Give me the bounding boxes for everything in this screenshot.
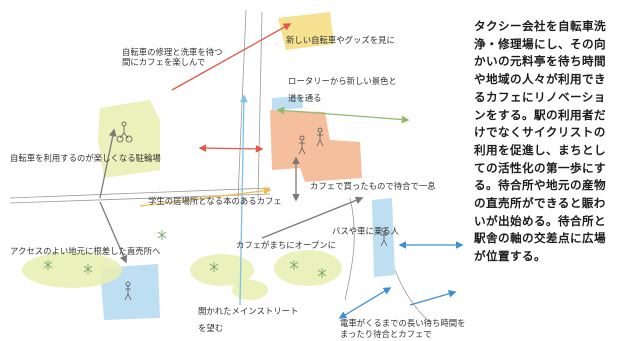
label-main-street: 開かれたメインストリート	[198, 306, 298, 316]
tree-icon	[83, 264, 93, 274]
label-repair-wait: 自転車の修理と洗車を待つ	[122, 47, 223, 57]
label-rotary: 道を通る	[288, 93, 322, 103]
label-train-wait: まったり待合とカフェで	[340, 329, 432, 339]
arrow-to-parking	[99, 128, 117, 199]
cafe-zone	[270, 110, 362, 182]
arrows	[99, 23, 464, 319]
tree-icon	[289, 260, 299, 270]
person-figures	[116, 121, 388, 301]
bus-stop-zone	[372, 198, 395, 277]
person-icon	[380, 227, 388, 247]
cyclist-icon	[116, 121, 133, 143]
arrow-train-wait	[338, 287, 392, 319]
bike-shop-zone	[278, 12, 334, 50]
label-main-street: を望む	[198, 323, 223, 333]
label-cafe-buy-wait: カフェで買ったもので待合で一息	[310, 181, 436, 191]
tree-icon	[317, 268, 327, 278]
tree-marks	[43, 230, 327, 278]
tree-icon	[43, 260, 53, 270]
green-area	[190, 254, 254, 286]
road-line	[237, 9, 247, 199]
green-area	[274, 250, 342, 286]
arrow-to-bike-shop	[171, 23, 292, 91]
label-bike-parking: 自転車を利用するのが楽しくなる駐輪場	[10, 153, 161, 163]
zones	[22, 12, 395, 320]
green-area	[22, 252, 122, 288]
road-line	[394, 269, 431, 323]
label-train-wait: 電車がくるまでの長い待ち時間を	[340, 318, 465, 328]
label-student-place: 学生の居場所となる本のあるカフェ	[148, 196, 282, 206]
description-text: タクシー会社を自転車洗浄・修理場にし、その向かいの元料亭を待ち時間や地域の人々が…	[474, 19, 607, 264]
label-cafe-open: カフェがまちにオープンに	[236, 240, 336, 250]
tree-icon	[157, 230, 167, 240]
label-new-bikes: 新しい自転車やグッズを見に	[286, 35, 395, 45]
person-icon	[298, 135, 306, 155]
rotary-zone	[272, 96, 303, 110]
road-line	[257, 11, 263, 199]
tree-icon	[209, 262, 219, 272]
green-area	[232, 280, 268, 300]
label-bus-car: バスや車に乗る人	[332, 226, 400, 236]
arrow-parking-cafe	[198, 144, 264, 153]
road-line	[344, 197, 355, 301]
arrow-main-street	[239, 94, 248, 306]
label-rotary: ロータリーから新しい景色と	[288, 76, 397, 86]
person-icon	[316, 127, 324, 147]
label-repair-wait: 間にカフェを楽しんで	[122, 57, 205, 67]
diagram-labels: 自転車の修理と洗車を待つ 間にカフェを楽しんで 新しい自転車やグッズを見に ロー…	[10, 35, 465, 339]
bike-parking-zone	[98, 100, 160, 178]
road-line	[9, 187, 271, 199]
arrow-cafe-open	[261, 196, 364, 239]
arrow-student-cafe	[139, 186, 272, 207]
arrow-rotary-view	[276, 106, 410, 124]
person-icon	[124, 281, 132, 301]
arrow-platform	[409, 289, 457, 306]
label-direct-shop: アクセスのよい地元に根差した直売所へ	[10, 246, 160, 256]
arrow-to-direct-shop	[99, 201, 128, 264]
